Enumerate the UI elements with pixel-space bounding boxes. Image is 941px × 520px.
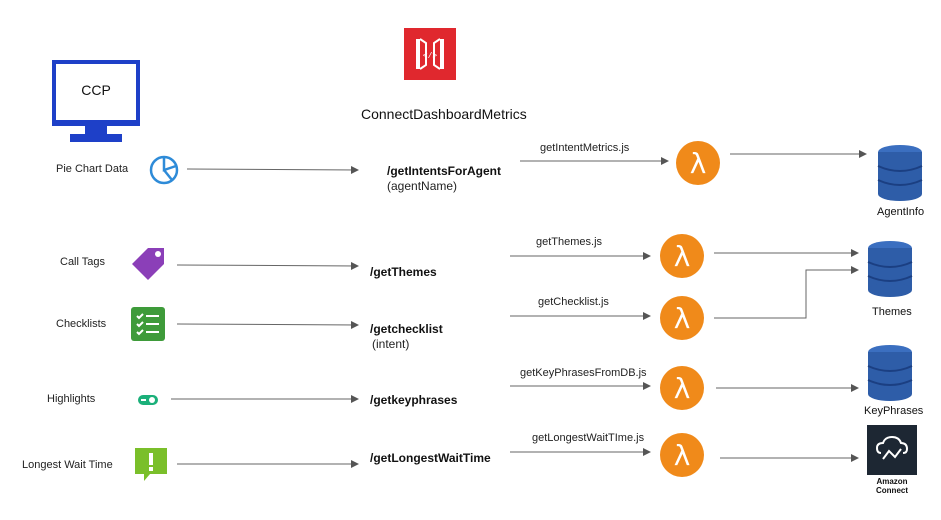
- svg-text:</>: </>: [423, 52, 438, 61]
- svg-text:λ: λ: [674, 439, 691, 472]
- endpoint-get-longest-wait-time: /getLongestWaitTime: [370, 451, 491, 465]
- param-intent: (intent): [372, 337, 410, 351]
- file-get-themes: getThemes.js: [536, 236, 603, 248]
- lambda-icon: λ: [659, 233, 705, 284]
- dynamodb-icon: [864, 344, 916, 407]
- svg-text:λ: λ: [674, 302, 691, 335]
- svg-text:λ: λ: [674, 372, 691, 405]
- lambda-icon: λ: [659, 432, 705, 483]
- toggle-icon: [137, 393, 159, 411]
- file-get-longest-wait-time: getLongestWaitTIme.js: [532, 432, 645, 444]
- dynamodb-icon: [864, 240, 916, 303]
- arrow-piechart-endpoint: [186, 165, 359, 174]
- api-gateway-icon: </>: [404, 28, 456, 80]
- gateway-title: ConnectDashboardMetrics: [361, 106, 527, 122]
- source-label-piechart: Pie Chart Data: [56, 163, 129, 175]
- svg-text:λ: λ: [690, 147, 707, 180]
- checklist-icon: [131, 307, 165, 346]
- target-keyphrases: KeyPhrases: [864, 405, 924, 417]
- target-connect-line2: Connect: [876, 486, 908, 495]
- target-connect-line1: Amazon: [876, 477, 908, 486]
- param-agentname: (agentName): [387, 179, 458, 193]
- amazon-connect-icon: [867, 425, 917, 480]
- target-agentinfo: AgentInfo: [877, 206, 925, 218]
- dynamodb-icon: [874, 144, 926, 207]
- endpoint-get-keyphrases: /getkeyphrases: [370, 393, 458, 407]
- arrow-calltags-endpoint: [176, 261, 359, 270]
- target-themes: Themes: [872, 306, 912, 318]
- source-label-checklists: Checklists: [56, 318, 107, 330]
- ccp-label: CCP: [81, 82, 111, 98]
- source-label-highlights: Highlights: [47, 393, 96, 405]
- alert-icon: [134, 447, 168, 488]
- lambda-icon: λ: [659, 365, 705, 416]
- tag-icon: [128, 244, 168, 285]
- lambda-icon: λ: [659, 295, 705, 346]
- source-label-waittime: Longest Wait Time: [22, 459, 113, 471]
- file-get-checklist: getChecklist.js: [538, 296, 609, 308]
- lambda-icon: λ: [675, 140, 721, 191]
- endpoint-get-themes: /getThemes: [370, 265, 437, 279]
- endpoint-get-checklist: /getchecklist: [370, 322, 443, 336]
- file-get-keyphrases-from-db: getKeyPhrasesFromDB.js: [520, 367, 647, 379]
- file-get-intent-metrics: getIntentMetrics.js: [540, 142, 630, 154]
- ccp-monitor-icon: CCP: [50, 58, 142, 144]
- arrow-lambda-checklist-themes: [714, 266, 859, 319]
- source-label-calltags: Call Tags: [60, 256, 106, 268]
- arrow-checklists-endpoint: [176, 320, 359, 329]
- endpoint-get-intents: /getIntentsForAgent: [387, 164, 501, 178]
- svg-text:λ: λ: [674, 240, 691, 273]
- pie-chart-icon: [148, 154, 180, 191]
